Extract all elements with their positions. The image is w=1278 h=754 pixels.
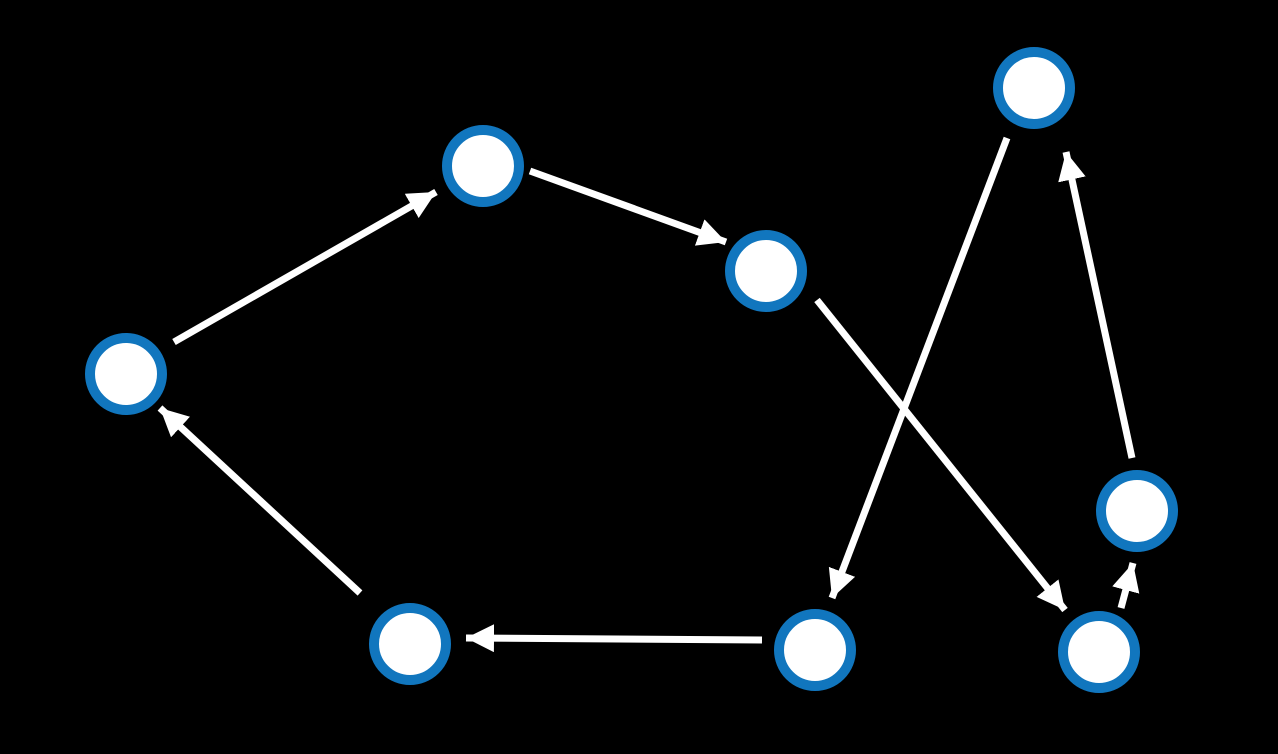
edge-left-to-top-left	[172, 188, 438, 346]
node-middle-right	[1096, 470, 1178, 552]
graph-nodes	[85, 47, 1178, 693]
edge-middle-right-to-top-right	[1058, 151, 1136, 459]
node-left	[85, 333, 167, 415]
node-middle	[725, 230, 807, 312]
edge-bottom-right-to-middle-right	[1112, 562, 1140, 609]
node-bottom-middle	[774, 609, 856, 691]
edge-top-left-to-middle	[528, 167, 728, 246]
edge-top-right-to-bottom-middle	[828, 136, 1011, 600]
edge-bottom-left-to-left	[157, 405, 363, 596]
edge-middle-to-bottom-right	[814, 297, 1068, 613]
node-bottom-right	[1058, 611, 1140, 693]
node-top-right	[993, 47, 1075, 129]
node-top-left	[442, 125, 524, 207]
edge-bottom-middle-to-bottom-left	[465, 624, 763, 653]
graph-edges	[157, 136, 1140, 653]
node-bottom-left	[369, 603, 451, 685]
